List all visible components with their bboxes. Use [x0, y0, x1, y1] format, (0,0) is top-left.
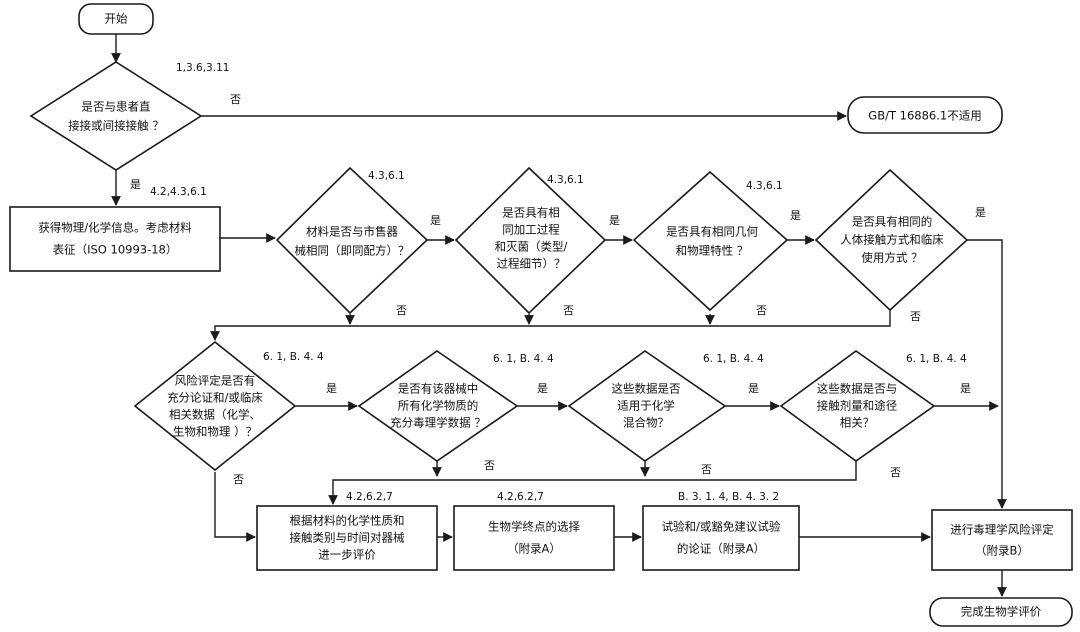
label-proc-yes: 是 [609, 214, 620, 227]
label-mix-yes: 是 [748, 382, 759, 395]
tox-data-line-3: 充分毒理学数据 ？ [390, 416, 486, 430]
same-use-line-2: 人体接触方式和临床 [840, 233, 944, 247]
ref-mat: 4.3,6.1 [368, 170, 405, 182]
testing-line-1: 试验和/或豁免建议试验 [662, 520, 781, 534]
tox-risk-box: 进行毒理学风险评定 （附录B） [931, 509, 1073, 571]
label-proc-no: 否 [563, 304, 574, 317]
ref-info: 4.2,4.3,6.1 [150, 186, 207, 198]
risk-data-line-3: 相关数据（化学、 [169, 408, 261, 422]
same-material-line-2: 械相同（即同配方）？ [295, 244, 410, 258]
ref-testing: B. 3. 1. 4, B. 4. 3. 2 [678, 491, 779, 503]
ref-further: 4.2,6.2,7 [346, 491, 393, 503]
label-tox-no: 否 [484, 459, 495, 472]
material-info-line-2: 表征（ISO 10993-18） [53, 243, 178, 257]
start-node-label: 开始 [105, 12, 128, 26]
label-dose-yes: 是 [960, 382, 971, 395]
clause-refs: 1,3.6,3.11 4.2,4.3,6.1 4.3,6.1 4.3,6.1 4… [150, 62, 967, 503]
same-use-line-1: 是否具有相同的 [852, 215, 933, 229]
same-process-line-4: 过程细节）？ [497, 257, 566, 271]
dose-route-decision: 这些数据是否与 接触剂量和途径 相关？ [779, 350, 936, 462]
not-applicable-node: GB/T 16886.1不适用 [847, 96, 1003, 134]
ref-proc: 4.3,6.1 [547, 174, 584, 186]
further-eval-line-1: 根据材料的化学性质和 [290, 514, 405, 528]
label-mat-no: 否 [396, 304, 407, 317]
ref-dose: 6. 1, B. 4. 4 [906, 353, 967, 365]
material-info-box: 获得物理/化学信息。考虑材料 表征（ISO 10993-18） [9, 206, 221, 272]
label-tox-yes: 是 [537, 382, 548, 395]
mixture-line-2: 适用于化学 [617, 399, 675, 413]
start-node: 开始 [78, 3, 154, 35]
mixture-line-3: 混合物？ [623, 416, 669, 430]
endpoint-line-1: 生物学终点的选择 [488, 520, 580, 534]
endpoint-line-2: （附录A） [507, 542, 561, 556]
ref-endpoint: 4.2,6.2,7 [497, 491, 544, 503]
same-process-line-2: 同加工过程 [502, 223, 560, 237]
finish-node-label: 完成生物学评价 [961, 605, 1042, 619]
same-process-decision: 是否具有相 同加工过程 和灭菌（类型/ 过程细节）？ [454, 166, 607, 315]
edges [111, 34, 1007, 597]
tox-risk-line-1: 进行毒理学风险评定 [950, 523, 1054, 537]
same-use-line-3: 使用方式 ？ [861, 251, 922, 265]
finish-node: 完成生物学评价 [929, 597, 1073, 627]
edge-use-no-merge [210, 310, 891, 341]
branch-labels: 否 是 是 是 是 是 否 否 否 否 是 是 是 是 否 否 否 否 [130, 93, 986, 486]
ref-risk: 6. 1, B. 4. 4 [263, 351, 324, 363]
mixture-decision: 这些数据是否 适用于化学 混合物？ [567, 350, 727, 462]
same-geometry-decision: 是否具有相同几何 和物理特性 ？ [632, 170, 789, 312]
same-use-decision: 是否具有相同的 人体接触方式和临床 使用方式 ？ [814, 168, 969, 312]
ref-contact: 1,3.6,3.11 [176, 62, 229, 74]
same-geometry-line-1: 是否具有相同几何 [666, 225, 758, 239]
label-contact-yes: 是 [130, 178, 141, 191]
contact-decision-line-2: 接接或间接接触 ？ [68, 119, 164, 133]
risk-data-decision: 风险评定是否有 充分论证和/或临床 相关数据（化学、 生物和物理 ）？ [133, 340, 297, 472]
edge-risk-no [214, 472, 256, 542]
edge-dose-no-merge [328, 461, 857, 505]
testing-line-2: 的论证（附录A） [677, 542, 765, 556]
risk-data-line-1: 风险评定是否有 [175, 374, 256, 388]
label-risk-yes: 是 [326, 382, 337, 395]
label-geom-yes: 是 [790, 209, 801, 222]
label-use-yes: 是 [975, 206, 986, 219]
same-process-line-1: 是否具有相 [502, 206, 560, 220]
edge-use-toxrisk [967, 239, 1007, 509]
endpoint-box: 生物学终点的选择 （附录A） [453, 505, 615, 571]
testing-box: 试验和/或豁免建议试验 的论证（附录A） [642, 505, 800, 571]
not-applicable-label: GB/T 16886.1不适用 [868, 109, 981, 123]
dose-route-line-2: 接触剂量和途径 [817, 399, 898, 413]
material-info-line-1: 获得物理/化学信息。考虑材料 [38, 221, 192, 235]
mixture-line-1: 这些数据是否 [612, 382, 681, 396]
further-eval-line-2: 接触类别与时间对器械 [290, 531, 405, 545]
tox-data-line-1: 是否有该器械中 [398, 382, 479, 396]
dose-route-line-1: 这些数据是否与 [817, 382, 898, 396]
label-geom-no: 否 [756, 304, 767, 317]
tox-data-decision: 是否有该器械中 所有化学物质的 充分毒理学数据 ？ [357, 350, 519, 462]
ref-geom: 4.3,6.1 [746, 180, 783, 192]
contact-decision-line-1: 是否与患者直 [82, 100, 151, 114]
label-dose-no: 否 [890, 466, 901, 479]
label-contact-no: 否 [230, 93, 241, 106]
risk-data-line-4: 生物和物理 ）？ [173, 425, 257, 439]
nodes: 开始 是否与患者直 接接或间接接触 ？ GB/T 16886.1不适用 获得物理… [9, 3, 1073, 627]
same-geometry-line-2: 和物理特性 ？ [676, 244, 749, 258]
same-process-line-3: 和灭菌（类型/ [495, 240, 568, 254]
ref-tox: 6. 1, B. 4. 4 [493, 353, 554, 365]
same-material-decision: 材料是否与市售器 械相同（即同配方）？ [275, 166, 429, 315]
tox-data-line-2: 所有化学物质的 [398, 399, 479, 413]
contact-decision: 是否与患者直 接接或间接接触 ？ [29, 61, 203, 171]
further-eval-line-3: 进一步评价 [318, 548, 376, 562]
same-material-line-1: 材料是否与市售器 [306, 225, 398, 239]
further-eval-box: 根据材料的化学性质和 接触类别与时间对器械 进一步评价 [256, 505, 438, 571]
dose-route-line-3: 相关？ [840, 416, 875, 430]
label-risk-no: 否 [233, 473, 244, 486]
tox-risk-line-2: （附录B） [975, 544, 1029, 558]
label-use-no: 否 [910, 310, 921, 323]
label-mix-no: 否 [701, 463, 712, 476]
risk-data-line-2: 充分论证和/或临床 [167, 391, 263, 405]
label-mat-yes: 是 [430, 214, 441, 227]
ref-mix: 6. 1, B. 4. 4 [703, 353, 764, 365]
